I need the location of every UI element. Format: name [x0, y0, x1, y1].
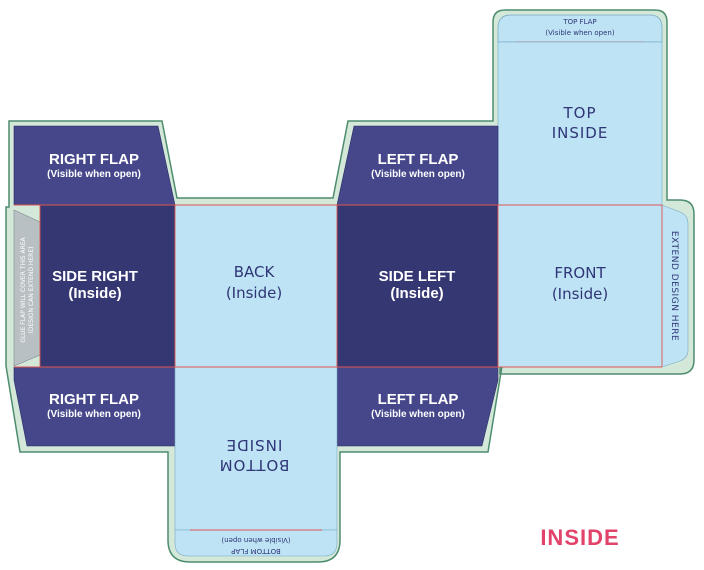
right-flap-top-panel: RIGHT FLAP (Visible when open) [13, 125, 176, 206]
front-panel: FRONT (Inside) [498, 205, 662, 367]
right-flap-bottom-subtitle: (Visible when open) [47, 409, 141, 420]
left-flap-bottom-subtitle: (Visible when open) [371, 409, 465, 420]
bottom-flap-title: BOTTOM FLAP [231, 547, 281, 555]
bottom-flap-shape [174, 529, 338, 557]
glue-flap-line1: GLUE FLAP WILL COVER THIS AREA [20, 236, 27, 342]
inside-title: INSIDE [540, 525, 619, 550]
back-shape [175, 205, 337, 367]
top-inside-line1: TOP [562, 104, 596, 122]
side-right-panel: SIDE RIGHT (Inside) [40, 205, 175, 367]
top-inside-panel: TOP INSIDE [497, 41, 663, 206]
left-flap-top-title: LEFT FLAP [378, 151, 459, 168]
top-flap-subtitle: (Visible when open) [545, 29, 614, 37]
bottom-inside-shape [174, 366, 338, 531]
front-title: FRONT [554, 264, 606, 282]
top-inside-shape [497, 41, 663, 206]
bottom-inside-line1: BOTTOM [219, 456, 290, 474]
side-right-subtitle: (Inside) [68, 285, 121, 302]
extend-tab-text: EXTEND DESIGN HERE [669, 231, 679, 341]
bottom-inside-line2: INSIDE [226, 436, 283, 454]
right-flap-bottom-title: RIGHT FLAP [49, 391, 139, 408]
right-flap-bottom-panel: RIGHT FLAP (Visible when open) [13, 366, 176, 447]
glue-flap-line2: (DESIGN CAN EXTEND HERE) [28, 247, 35, 334]
top-inside-line2: INSIDE [552, 124, 609, 142]
back-subtitle: (Inside) [226, 284, 282, 302]
front-shape [498, 205, 662, 367]
left-flap-top-panel: LEFT FLAP (Visible when open) [336, 125, 499, 206]
left-flap-bottom-panel: LEFT FLAP (Visible when open) [336, 366, 499, 447]
side-left-title: SIDE LEFT [379, 268, 456, 285]
top-flap-panel: TOP FLAP (Visible when open) [497, 14, 663, 43]
back-panel: BACK (Inside) [175, 205, 337, 367]
left-flap-top-subtitle: (Visible when open) [371, 169, 465, 180]
bottom-inside-panel: BOTTOM INSIDE [174, 366, 338, 531]
bottom-flap-subtitle: (Visible when open) [221, 536, 290, 544]
back-title: BACK [234, 263, 276, 281]
glue-flap-shape [13, 209, 41, 367]
side-right-shape [40, 205, 175, 367]
bottom-flap-panel: (Visible when open) BOTTOM FLAP [174, 529, 338, 557]
extend-tab-shape [661, 204, 689, 368]
side-left-subtitle: (Inside) [390, 285, 443, 302]
side-left-panel: SIDE LEFT (Inside) [337, 205, 498, 367]
side-left-shape [337, 205, 498, 367]
fold-lines [14, 204, 663, 368]
left-flap-bottom-title: LEFT FLAP [378, 391, 459, 408]
extend-tab-panel: EXTEND DESIGN HERE [661, 204, 689, 368]
side-right-title: SIDE RIGHT [52, 268, 138, 285]
top-flap-title: TOP FLAP [562, 18, 596, 26]
right-flap-top-subtitle: (Visible when open) [47, 169, 141, 180]
glue-flap-panel: GLUE FLAP WILL COVER THIS AREA (DESIGN C… [13, 209, 41, 367]
front-subtitle: (Inside) [552, 285, 608, 303]
right-flap-top-title: RIGHT FLAP [49, 151, 139, 168]
top-flap-shape [497, 14, 663, 43]
